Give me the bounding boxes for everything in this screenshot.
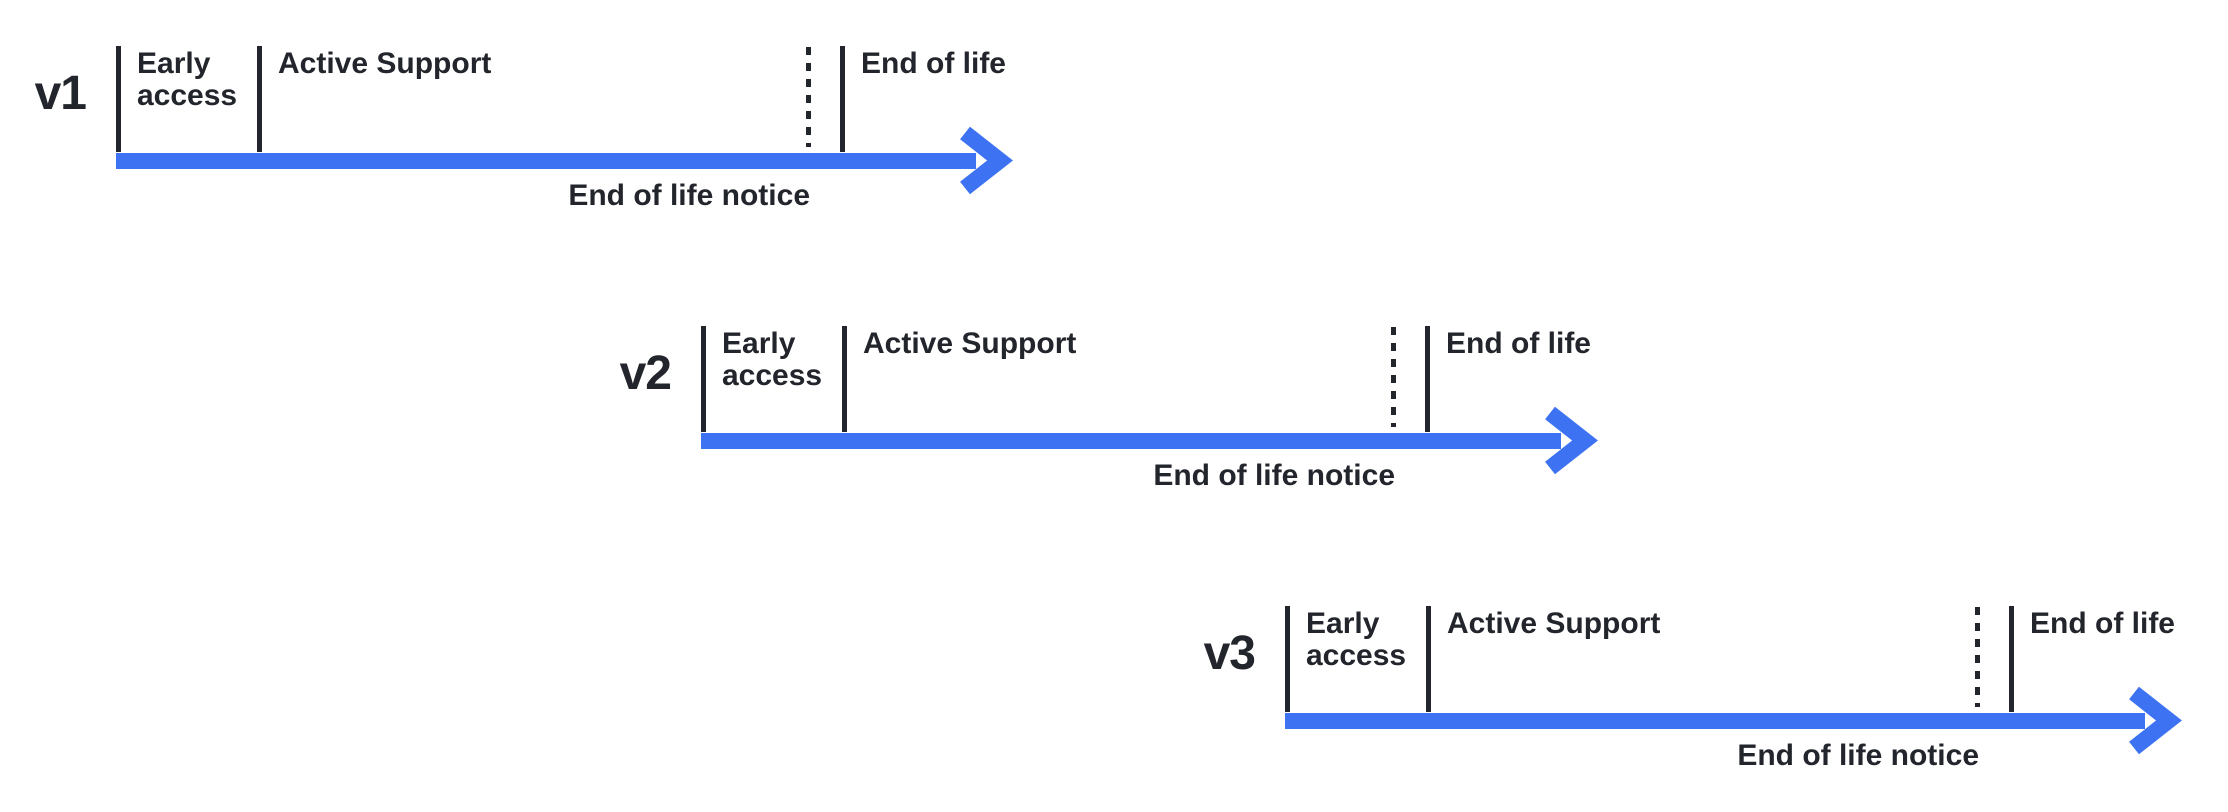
tick-early-access-start (701, 326, 706, 432)
timeline-v2: v2 Early access Active Support End of li… (620, 326, 1621, 501)
end-of-life-notice-label: End of life notice (568, 179, 810, 212)
tick-end-of-life-notice-dashed (806, 47, 811, 147)
timeline-v1: v1 Early access Active Support End of li… (35, 46, 1036, 221)
end-of-life-label: End of life (2030, 607, 2175, 640)
timeline-arrow-bar (1285, 713, 2145, 729)
timeline-arrow-bar (116, 153, 976, 169)
version-label-v3: v3 (1203, 627, 1256, 680)
tick-active-support-start (1426, 606, 1431, 712)
tick-end-of-life-notice-dashed (1975, 607, 1980, 707)
tick-active-support-start (257, 46, 262, 152)
active-support-label: Active Support (863, 327, 1077, 360)
tick-end-of-life (1425, 326, 1430, 432)
end-of-life-notice-label: End of life notice (1737, 739, 1979, 772)
tick-early-access-start (116, 46, 121, 152)
early-access-label: Early access (1306, 607, 1407, 672)
arrow-head-icon (2129, 686, 2182, 755)
tick-end-of-life-notice-dashed (1391, 327, 1396, 427)
version-label-v1: v1 (34, 67, 87, 120)
arrow-head-icon (1545, 406, 1598, 475)
tick-end-of-life (2009, 606, 2014, 712)
early-access-label: Early access (722, 327, 823, 392)
tick-early-access-start (1285, 606, 1290, 712)
tick-active-support-start (842, 326, 847, 432)
active-support-label: Active Support (1447, 607, 1661, 640)
end-of-life-notice-label: End of life notice (1153, 459, 1395, 492)
active-support-label: Active Support (278, 47, 492, 80)
timeline-v3: v3 Early access Active Support End of li… (1204, 606, 2205, 781)
end-of-life-label: End of life (861, 47, 1006, 80)
end-of-life-label: End of life (1446, 327, 1591, 360)
early-access-label: Early access (137, 47, 238, 112)
tick-end-of-life (840, 46, 845, 152)
version-label-v2: v2 (619, 347, 672, 400)
arrow-head-icon (960, 126, 1013, 195)
timeline-arrow-bar (701, 433, 1561, 449)
